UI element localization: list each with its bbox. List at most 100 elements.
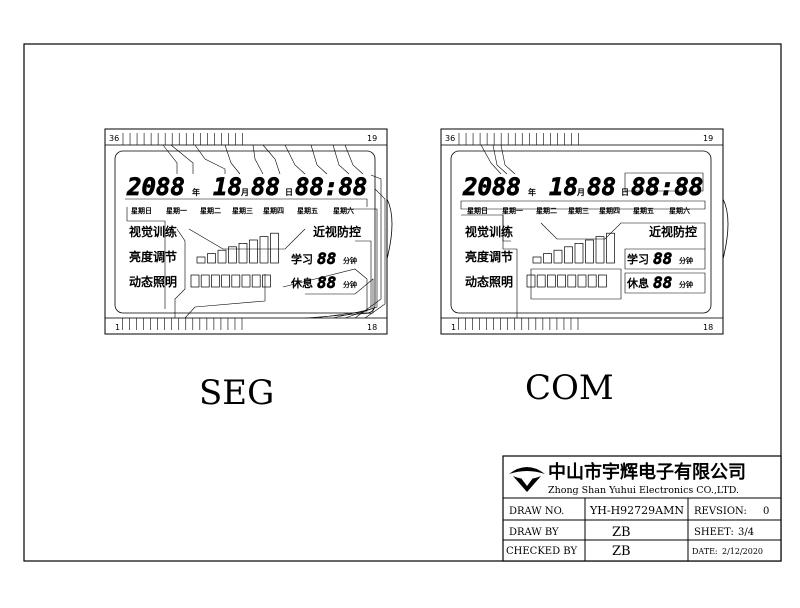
dynamic-lighting-label: 动态照明 bbox=[465, 274, 513, 289]
side-tab bbox=[722, 198, 729, 260]
brightness-bar bbox=[270, 232, 279, 264]
com-panel: 36 19 1 18 2088 年 18 月 88 日 88:88 星期日 星期… bbox=[440, 128, 729, 408]
brightness-label: 亮度调节 bbox=[129, 249, 177, 264]
brightness-bars bbox=[196, 232, 279, 264]
weekday-fri: 星期五 bbox=[297, 206, 318, 215]
brightness-bar bbox=[238, 243, 248, 264]
seg-panel: 36 19 1 18 2088 年 18 月 88 日 88:88 星期日 星期… bbox=[104, 128, 393, 413]
brightness-bar bbox=[217, 249, 227, 264]
weekday-mon: 星期一 bbox=[166, 206, 187, 215]
lighting-cell bbox=[221, 274, 230, 288]
pin-ticks bbox=[458, 133, 579, 330]
pin-36-label: 36 bbox=[109, 134, 119, 143]
weekday-mon: 星期一 bbox=[502, 206, 523, 215]
revision-value: 0 bbox=[763, 506, 769, 517]
day-digits: 88 bbox=[251, 173, 280, 201]
brightness-bar bbox=[585, 239, 594, 264]
study-label: 学习 bbox=[291, 252, 313, 266]
brightness-bar bbox=[574, 243, 584, 264]
revision-label: REVSION: bbox=[694, 506, 747, 517]
lighting-cell bbox=[262, 274, 271, 288]
draw-by-value: ZB bbox=[612, 525, 631, 540]
sheet-label: SHEET: bbox=[694, 527, 734, 538]
rest-minute-unit: 分钟 bbox=[679, 280, 693, 289]
company-logo-icon bbox=[509, 467, 545, 492]
month-unit: 月 bbox=[576, 188, 585, 197]
pin-36-label: 36 bbox=[445, 134, 455, 143]
lighting-cell bbox=[557, 274, 566, 288]
weekday-sat: 星期六 bbox=[333, 206, 354, 215]
study-label: 学习 bbox=[627, 252, 649, 266]
lighting-cell bbox=[547, 274, 556, 288]
company-name-en: Zhong Shan Yuhui Electronics CO.,LTD. bbox=[548, 485, 739, 496]
pin-18-label: 18 bbox=[367, 323, 377, 332]
year-unit: 年 bbox=[192, 187, 200, 197]
lighting-cell bbox=[190, 274, 200, 288]
vision-training-label: 视觉训练 bbox=[129, 224, 177, 239]
rest-label: 休息 bbox=[290, 276, 313, 290]
brightness-bar bbox=[564, 246, 573, 264]
pin-18-label: 18 bbox=[703, 323, 713, 332]
brightness-bar bbox=[595, 236, 605, 264]
date-value: 2/12/2020 bbox=[722, 547, 763, 556]
month-unit: 月 bbox=[240, 188, 249, 197]
brightness-bar bbox=[543, 253, 552, 264]
month-digits: 18 bbox=[213, 173, 242, 201]
panel-caption: SEG bbox=[199, 373, 274, 413]
weekday-tue: 星期二 bbox=[536, 206, 557, 215]
lighting-cell bbox=[536, 274, 546, 288]
dynamic-lighting-label: 动态照明 bbox=[129, 274, 177, 289]
weekday-row: 星期日 星期一 星期二 星期三 星期四 星期五 星期六 bbox=[467, 206, 690, 215]
seg-traces bbox=[125, 144, 386, 319]
lighting-cell bbox=[577, 274, 587, 288]
brightness-bar bbox=[228, 246, 237, 264]
brightness-bar bbox=[259, 236, 269, 264]
pin-1-label: 1 bbox=[451, 323, 456, 332]
sheet-value: 3/4 bbox=[738, 527, 754, 538]
myopia-control-label: 近视防控 bbox=[649, 224, 697, 239]
lighting-cell bbox=[241, 274, 251, 288]
brightness-bar bbox=[606, 232, 615, 264]
pin-bar-top bbox=[440, 128, 724, 146]
weekday-wed: 星期三 bbox=[232, 206, 253, 215]
weekday-sun: 星期日 bbox=[131, 206, 152, 215]
company-name-cn: 中山市宇辉电子有限公司 bbox=[548, 461, 746, 483]
com-traces bbox=[460, 144, 706, 318]
day-unit: 日 bbox=[285, 188, 293, 197]
brightness-label: 亮度调节 bbox=[465, 249, 513, 264]
lighting-segments bbox=[526, 274, 607, 288]
lighting-cell bbox=[211, 274, 220, 288]
lighting-cell bbox=[200, 274, 210, 288]
sheet-border bbox=[23, 43, 782, 562]
brightness-bar bbox=[196, 256, 206, 264]
weekday-sun: 星期日 bbox=[467, 206, 488, 215]
rest-minute-unit: 分钟 bbox=[343, 280, 357, 289]
weekday-wed: 星期三 bbox=[568, 206, 589, 215]
lighting-cell bbox=[251, 274, 261, 288]
viewing-area bbox=[450, 150, 712, 314]
weekday-thu: 星期四 bbox=[263, 206, 284, 215]
pin-1-label: 1 bbox=[115, 323, 120, 332]
brightness-bar bbox=[207, 253, 216, 264]
draw-no-label: DRAW NO. bbox=[509, 506, 564, 517]
pin-19-label: 19 bbox=[703, 134, 713, 143]
draw-no-value: YH-H92729AMN bbox=[589, 504, 684, 517]
weekday-row: 星期日 星期一 星期二 星期三 星期四 星期五 星期六 bbox=[131, 206, 354, 215]
pin-19-label: 19 bbox=[367, 134, 377, 143]
lighting-cell bbox=[598, 274, 607, 288]
study-digits: 88 bbox=[653, 249, 672, 268]
study-digits: 88 bbox=[317, 249, 336, 268]
weekday-thu: 星期四 bbox=[599, 206, 620, 215]
title-block: 中山市宇辉电子有限公司 Zhong Shan Yuhui Electronics… bbox=[502, 455, 782, 562]
year-unit: 年 bbox=[528, 187, 536, 197]
title-block-frame bbox=[502, 455, 782, 562]
rest-label: 休息 bbox=[626, 276, 649, 290]
lighting-cell bbox=[587, 274, 597, 288]
brightness-bar bbox=[249, 239, 258, 264]
study-minute-unit: 分钟 bbox=[343, 256, 357, 265]
study-minute-unit: 分钟 bbox=[679, 256, 693, 265]
pin-bar-bottom bbox=[440, 317, 724, 335]
date-label: DATE: bbox=[692, 547, 718, 556]
weekday-tue: 星期二 bbox=[200, 206, 221, 215]
viewing-area bbox=[114, 150, 376, 314]
